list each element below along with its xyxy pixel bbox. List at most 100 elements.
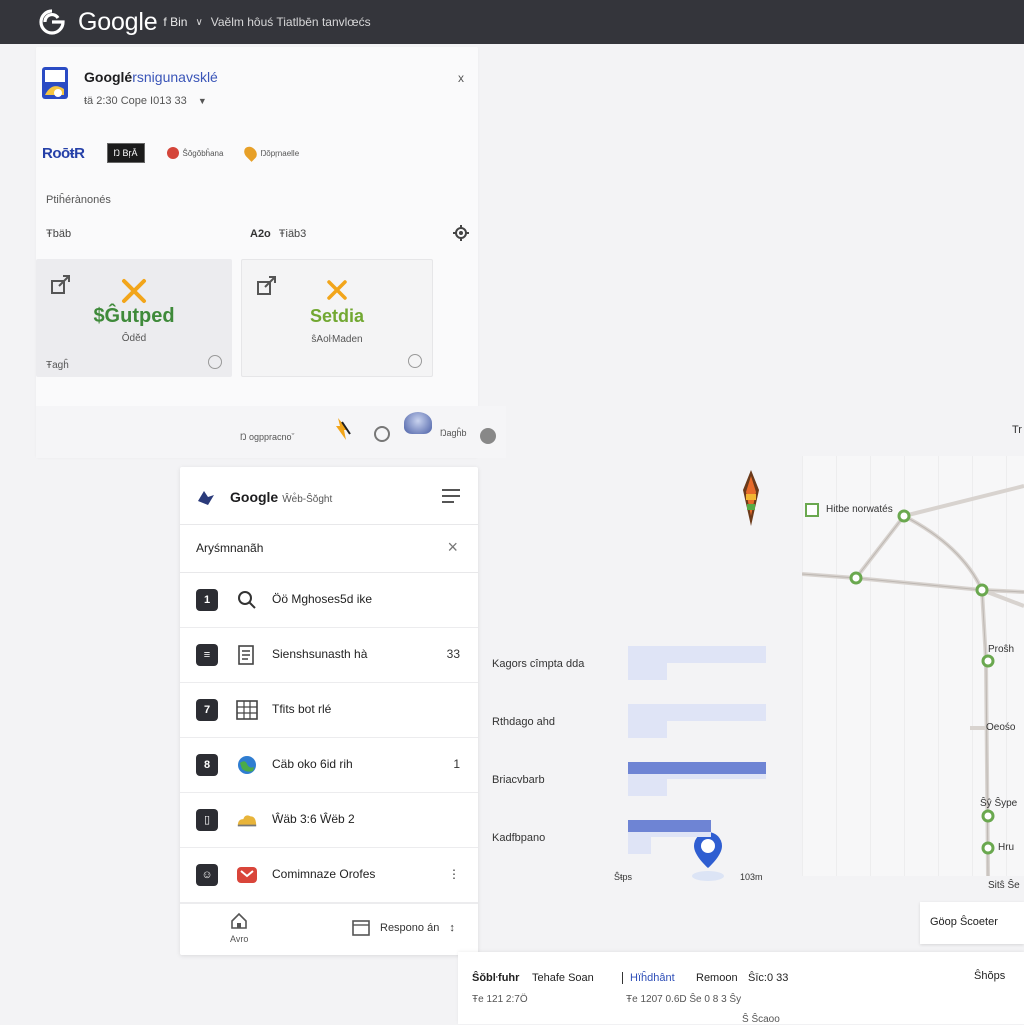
item-number-badge: ≡ <box>196 644 218 666</box>
status-title-5[interactable]: Ŝīc:0 33 <box>748 972 789 984</box>
tile-2-option-icon[interactable] <box>408 354 422 368</box>
item-count: 33 <box>446 647 460 661</box>
panel-title-text: Google <box>230 489 279 505</box>
section-label: Ptiĥérànonés <box>46 194 111 206</box>
close-icon[interactable]: × <box>447 537 458 557</box>
more-options-icon[interactable]: ⋮ <box>448 867 460 881</box>
search-icon <box>236 589 258 611</box>
result-tile-2[interactable]: Setdia ŝAoŀMaden <box>241 259 433 377</box>
place-chip[interactable]: Göop Ŝcoeter <box>920 902 1024 944</box>
chevron-down-icon[interactable]: ∨ <box>195 16 203 28</box>
partner-logos: RoōŧR Ŋ BŗĀ Ŝŏgŏbĥana Ŋŏpŗnaelle <box>42 143 299 163</box>
map-routes <box>802 484 1024 876</box>
status-title-1[interactable]: Ŝŏbŀfuhr <box>472 972 520 984</box>
mountain-icon[interactable] <box>404 412 432 434</box>
map-bottom-label: Sitŝ Ŝe <box>988 880 1020 891</box>
list-item[interactable]: 7 Tfits bot rlé <box>180 683 478 738</box>
row-label-right-bold: A2o <box>250 228 271 240</box>
app-icon[interactable] <box>42 67 68 99</box>
colored-marker-icon[interactable] <box>741 470 761 528</box>
status-sub-1: Ŧe 121 2:7Ö <box>472 994 528 1005</box>
window-icon <box>352 920 370 936</box>
app-overview-card: Googlérsnigunavsklé ŧä 2:30 Cope I013 33… <box>36 47 478 457</box>
item-text: Comimnaze Orofes <box>272 867 376 881</box>
map-label-3: Ŝŷ Ŝype <box>980 798 1018 809</box>
menu-icon[interactable] <box>442 489 460 503</box>
network-map[interactable]: Hitbe norwatés Proŝh Oeośo Ŝŷ Ŝype Hru <box>802 456 1024 876</box>
gmail-icon <box>236 864 258 886</box>
bar-background <box>628 646 766 663</box>
list-item[interactable]: ▯ Ŵäb 3:6 Ŵëb 2 <box>180 793 478 848</box>
item-text: Cäb oko 6id rih <box>272 757 353 771</box>
list-item[interactable]: ≡ Sienshsunasth hà 33 <box>180 628 478 683</box>
caret-down-icon[interactable]: ▼ <box>197 96 207 106</box>
bottom-status-bar: Ŝŏbŀfuhr Tehafe Soan Hïĥdhânt Remoon Ŝīc… <box>458 952 1024 1025</box>
app-name: Googlérsnigunavsklé <box>84 69 218 85</box>
tile-1-option-icon[interactable] <box>208 355 222 369</box>
footer-label: Ŋ ogppracnoˇ <box>240 432 295 442</box>
home-button[interactable]: Avro <box>230 912 248 944</box>
map-node <box>975 583 989 597</box>
status-title-4[interactable]: Remoon <box>696 972 738 984</box>
x-mark-icon <box>327 280 347 300</box>
item-text: Sienshsunasth hà <box>272 647 368 661</box>
arrow-up-icon: ↕ <box>449 922 455 934</box>
bar-background-lower <box>628 779 667 796</box>
app-diamond-icon <box>198 491 214 505</box>
response-button[interactable]: Respono án ↕ <box>352 920 455 936</box>
footer-label-2: Ŋagĥb <box>440 428 467 438</box>
partner-logo-d[interactable]: Ŋŏpŗnaelle <box>242 144 299 162</box>
card-footer-strip: Ŋ ogppracnoˇ Ŋagĥb <box>36 406 506 458</box>
map-node <box>897 509 911 523</box>
row-label-right-text: Ŧiäb3 <box>278 228 307 240</box>
partner-logo-b[interactable]: Ŋ BŗĀ <box>106 143 145 163</box>
x-mark-icon <box>122 279 146 303</box>
app-meta[interactable]: ŧä 2:30 Cope I013 33 ▼ <box>84 95 207 107</box>
location-pin-icon <box>242 144 260 162</box>
result-tile-1[interactable]: $Ĝutped Ôdĕd Ŧagĥ <box>36 259 232 377</box>
bar-category-label: Kagors cîmpta dda <box>492 658 585 670</box>
circle-icon[interactable] <box>374 426 390 442</box>
map-node-label: Hitbe norwatés <box>826 504 893 515</box>
external-link-icon[interactable] <box>50 273 72 295</box>
breadcrumb[interactable]: Vaělm hôuś Tiatlbēn tanvlœćs <box>210 15 371 29</box>
google-logo-icon <box>39 9 65 35</box>
app-tag: rsnigunavsklé <box>132 69 218 85</box>
item-number-badge: ☺ <box>196 864 218 886</box>
status-sub-2: Ŧe 1207 0.6D Ŝe 0 8 3 Ŝy <box>626 994 742 1005</box>
map-label-1: Proŝh <box>988 644 1015 655</box>
row-label-right: A2o Ŧiäb3 <box>250 228 306 240</box>
external-link-icon[interactable] <box>256 274 278 296</box>
idea-icon[interactable] <box>328 414 358 444</box>
item-number-badge: 7 <box>196 699 218 721</box>
map-node <box>849 571 863 585</box>
document-icon <box>236 644 258 666</box>
brand-name[interactable]: Google <box>78 7 158 36</box>
bar-category-label: Kadfbpano <box>492 832 546 844</box>
tile-2-subtitle: ŝAoŀMaden <box>311 334 363 345</box>
bar-value[interactable] <box>628 762 766 774</box>
partner-logo-a[interactable]: RoōŧR <box>42 144 85 162</box>
more-icon[interactable] <box>480 428 496 444</box>
location-pin-icon[interactable] <box>688 828 728 884</box>
partner-logo-c[interactable]: Ŝŏgŏbĥana <box>166 147 223 159</box>
tile-1-footer: Ŧagĥ <box>46 360 69 371</box>
status-title-3[interactable]: Hïĥdhânt <box>630 972 675 984</box>
list-item[interactable]: ☺ Comimnaze Orofes ⋮ <box>180 848 478 903</box>
close-icon[interactable]: x <box>458 71 464 85</box>
bar-background-lower <box>628 663 667 680</box>
gear-icon[interactable] <box>452 224 470 242</box>
status-title-6[interactable]: Ŝhŏps <box>974 970 1006 982</box>
bar-value[interactable] <box>628 820 711 832</box>
map-label-2: Oeośo <box>986 722 1016 733</box>
cloud-icon <box>236 809 258 831</box>
item-number-badge: ▯ <box>196 809 218 831</box>
list-item[interactable]: 1 Öö Mghoses5d ike <box>180 573 478 628</box>
list-item[interactable]: 8 Cäb oko 6id rih 1 <box>180 738 478 793</box>
top-bar: Google f Bin ∨ Vaělm hôuś Tiatlbēn tanvl… <box>0 0 1024 44</box>
status-title-2[interactable]: Tehafe Soan <box>532 972 594 984</box>
tile-1-title: $Ĝutped <box>93 305 175 327</box>
